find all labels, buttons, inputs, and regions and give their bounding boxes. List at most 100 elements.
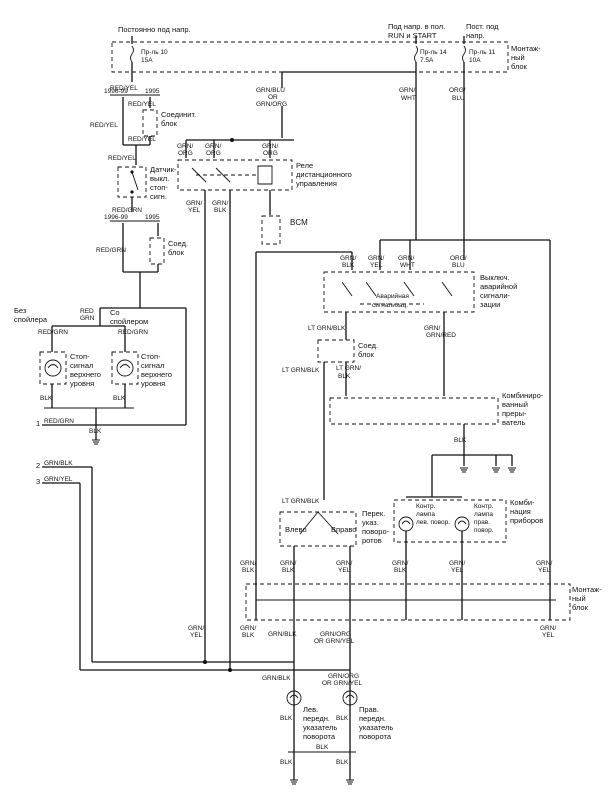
- bottom-grn-yel-left-1: GRN/: [188, 625, 204, 632]
- high-stop-lamp-left-label-4: уровня: [70, 379, 94, 388]
- bottom-grn-blk-1: GRN/: [240, 625, 256, 632]
- turn-right-label: Вправо: [331, 525, 356, 534]
- no-spoiler-label-1: Без: [14, 306, 27, 315]
- cluster-grn-blk-1: GRN/: [392, 560, 408, 567]
- high-stop-lamp-right-label-3: верхнего: [141, 370, 172, 379]
- hazard-org-blu-1: ORG/: [450, 255, 467, 262]
- wire-redgrn-out: RED/GRN: [44, 418, 74, 425]
- brake-switch-label-3: стоп-: [150, 183, 168, 192]
- relay-grn-blk-1: GRN/: [212, 200, 228, 207]
- wire-redgrn-4: RED/GRN: [118, 329, 148, 336]
- high-stop-lamp-left-label-3: верхнего: [70, 370, 101, 379]
- year-9699-2: 1996-99: [104, 214, 128, 221]
- turn-switch-label-3: поворо-: [362, 527, 390, 536]
- year-1995-2: 1995: [145, 214, 160, 221]
- brake-switch-label-2: выкл.: [150, 174, 169, 183]
- high-stop-lamp-right-label-2: сигнал: [141, 361, 164, 370]
- cluster-left-indicator-icon: [398, 516, 414, 532]
- high-stop-lamp-right-label-1: Стоп-: [141, 352, 161, 361]
- relay-grn-blk-2: BLK: [214, 207, 227, 214]
- hazard-switch-label-3: сигнали-: [480, 291, 511, 300]
- hazard-ltgrn: LT GRN/: [336, 365, 361, 372]
- always-hot-label: Постоянно под напр.: [118, 25, 191, 34]
- relay-grn-yel-1: GRN/: [186, 200, 202, 207]
- left-grn-blk-1: GRN/: [240, 560, 256, 567]
- high-stop-lamp-right-box: [111, 351, 139, 385]
- high-stop-lamp-right-icon: [116, 359, 134, 377]
- ground-blk: BLK: [89, 428, 102, 435]
- row-2: 2: [36, 461, 40, 470]
- run-start-label-2: RUN и START: [388, 31, 437, 40]
- fuse-11-label-1: Пр-ль 11: [469, 49, 496, 56]
- year-1995-1: 1995: [145, 88, 160, 95]
- cluster-grn-blk-2: BLK: [394, 567, 407, 574]
- flasher-label-1: Комбиниро-: [502, 391, 544, 400]
- cluster-right-label-4: повор.: [474, 527, 494, 534]
- fuse-14-symbol: [414, 45, 418, 63]
- connector-block-1-label-1: Соединит.: [161, 110, 196, 119]
- hazard-grn-blk-2: BLK: [342, 262, 355, 269]
- hazard-ltgrnblk-1: LT GRN/BLK: [308, 325, 346, 332]
- wire-redyel-5: RED/YEL: [108, 155, 136, 162]
- hazard-switch-label-1: Выключ.: [480, 273, 510, 282]
- connector-block-3-label-2: блок: [358, 350, 375, 359]
- relay-grn-org-3b: ORG: [263, 150, 278, 157]
- relay-grn-org-3: GRN/: [262, 143, 278, 150]
- with-spoiler-label-1: Со: [110, 308, 120, 317]
- cluster-label-1: Комби-: [510, 498, 535, 507]
- wire-redgrn-2: RED/GRN: [96, 247, 126, 254]
- front-right-blk: BLK: [336, 715, 349, 722]
- cluster-left-label-3: лев. повор.: [416, 519, 450, 526]
- lamp-right-blk: BLK: [113, 395, 126, 402]
- fuse-14-label-2: 7.5A: [420, 57, 434, 64]
- cluster-right-label-2: лампа: [474, 511, 493, 518]
- const-hot-label-1: Пост. под: [466, 22, 499, 31]
- brake-switch-label-1: Датчик-: [150, 165, 177, 174]
- wire-grn-wht-top-1: GRN/: [399, 87, 415, 94]
- fuse-10-symbol: [130, 45, 134, 63]
- high-stop-lamp-left-label-2: сигнал: [70, 361, 93, 370]
- hazard-grn-yel-2: YEL: [370, 262, 383, 269]
- front-left-turn-lamp-icon: [286, 690, 302, 706]
- relay-label-3: управления: [296, 179, 337, 188]
- hazard-grn-wht-2: WHT: [400, 262, 415, 269]
- turn-grn-blk-2: BLK: [282, 567, 295, 574]
- year-9699-1: 1996-99: [104, 88, 128, 95]
- no-spoiler-label-2: спойлера: [14, 315, 48, 324]
- wire-redyel-4: RED/YEL: [128, 136, 156, 143]
- turn-left-label: Влево: [285, 525, 307, 534]
- right-grn-yel-2: YEL: [538, 567, 551, 574]
- fuse-11-symbol: [462, 45, 466, 63]
- bcm-box: [261, 215, 281, 245]
- cluster-right-label-1: Контр.: [474, 503, 494, 510]
- hazard-grn-yel-1: GRN/: [368, 255, 384, 262]
- brake-switch-label-4: сигн.: [150, 192, 167, 201]
- cluster-box: [393, 499, 507, 543]
- fuse-block-top-label-3: блок: [511, 62, 528, 71]
- fuse-block-bottom-label-2: ный: [572, 594, 586, 603]
- turn-ltgrnblk: LT GRN/BLK: [282, 498, 320, 505]
- front-left-lamp-label-1: Лев.: [303, 705, 318, 714]
- wire-org-blu-top-1: ORG/: [449, 87, 466, 94]
- hazard-ltgrnblk-2: LT GRN/BLK: [282, 367, 320, 374]
- flasher-label-2: ванный: [502, 400, 528, 409]
- wire-grnorg-label: GRN/ORG: [256, 101, 287, 108]
- fuse-block-top-label-1: Монтаж-: [511, 44, 541, 53]
- relay-grn-org-2: GRN/: [205, 143, 221, 150]
- front-right-lamp-label-1: Прав.: [359, 705, 379, 714]
- connector-block-3-label-1: Соед.: [358, 341, 378, 350]
- cluster-right-label-3: прав.: [474, 519, 490, 526]
- wire-redgrn-3: RED/GRN: [38, 329, 68, 336]
- hazard-grn-red-2: GRN/RED: [426, 332, 456, 339]
- fuse-14-label-1: Пр-ль 14: [420, 49, 447, 56]
- relay-grn-yel-2: YEL: [188, 207, 201, 214]
- run-start-label-1: Под напр. в пол.: [388, 22, 445, 31]
- right-grn-yel-1: GRN/: [536, 560, 552, 567]
- bottom-grn-right-2: YEL: [542, 632, 555, 639]
- turn-grn-yel-2: YEL: [338, 567, 351, 574]
- wire-grnblk-out: GRN/BLK: [44, 460, 73, 467]
- bottom-grn-blk-3: GRN/BLK: [268, 631, 297, 638]
- wire-redgrn-1: RED/GRN: [112, 207, 142, 214]
- const-hot-label-2: напр.: [466, 31, 485, 40]
